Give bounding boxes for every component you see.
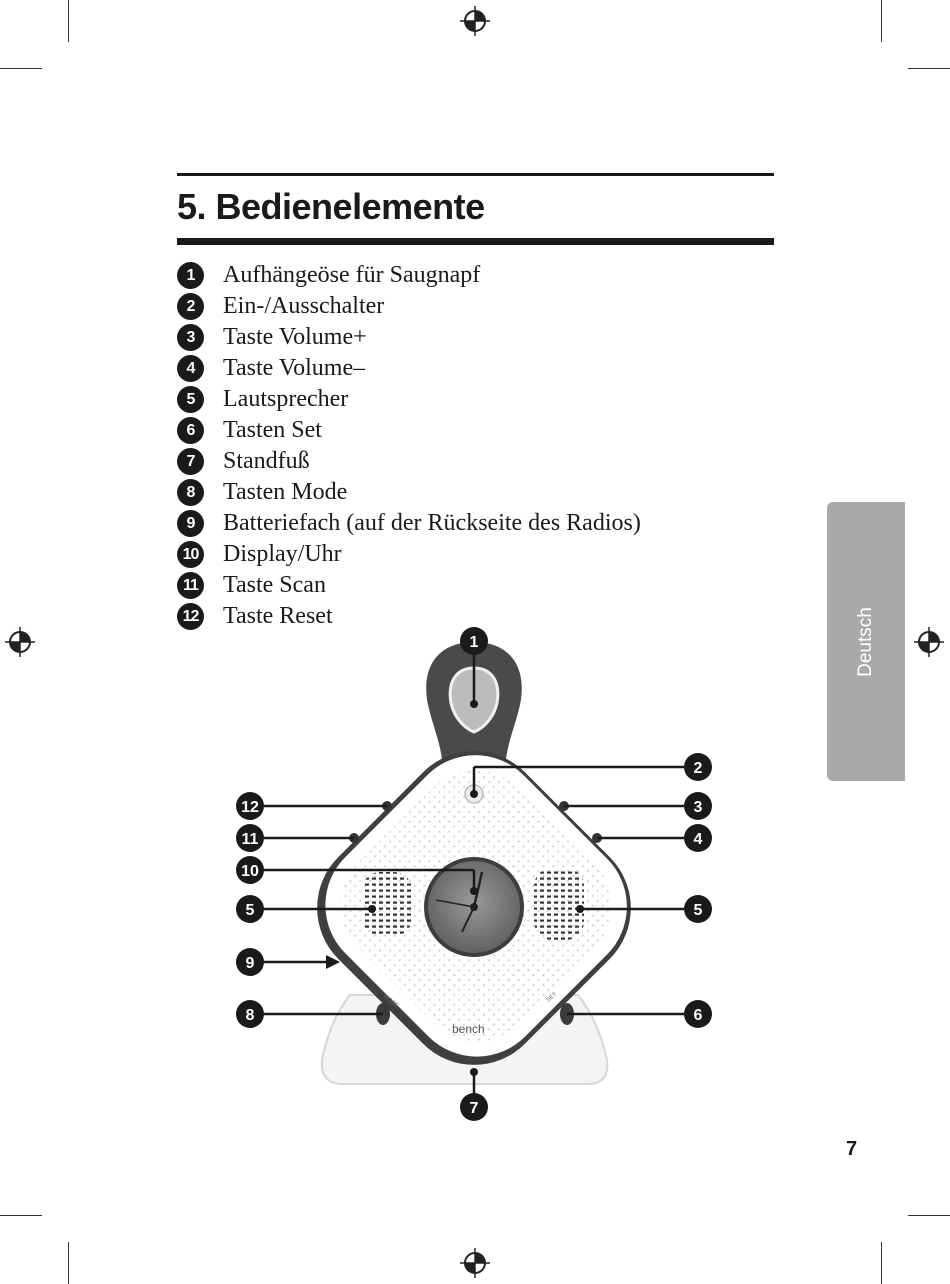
legend-label: Tasten Mode: [223, 479, 348, 505]
legend-number-badge: 1: [177, 262, 204, 289]
crop-mark: [0, 68, 42, 69]
legend-number-badge: 5: [177, 386, 204, 413]
legend-label: Lautsprecher: [223, 386, 349, 412]
legend-item: 10 Display/Uhr: [177, 539, 641, 570]
callout-number: 5: [694, 902, 703, 919]
leader-end-dots: [368, 700, 584, 1076]
callout-badge: 12: [236, 792, 264, 820]
callout-number: 1: [470, 634, 479, 651]
legend-item: 11 Taste Scan: [177, 570, 641, 601]
callout-number: 5: [246, 902, 255, 919]
legend-number-badge: 11: [177, 572, 204, 599]
callout-number: 9: [246, 955, 255, 972]
callout-badge: 9: [236, 948, 264, 976]
registration-mark-icon: [5, 627, 35, 657]
callout-badge: 8: [236, 1000, 264, 1028]
legend-label: Taste Volume–: [223, 355, 366, 381]
callout-badge: 3: [684, 792, 712, 820]
callout-number: 11: [242, 831, 259, 848]
page-number: 7: [846, 1138, 858, 1160]
legend-item: 6 Tasten Set: [177, 415, 641, 446]
language-side-tab: Deutsch: [827, 502, 905, 781]
heading-rule-top: [177, 173, 774, 176]
crop-mark: [68, 0, 69, 42]
callout-number: 2: [694, 760, 703, 777]
callout-number: 4: [694, 831, 703, 848]
legend-number-badge: 9: [177, 510, 204, 537]
legend-number-badge: 8: [177, 479, 204, 506]
heading-rule-bottom: [177, 238, 774, 245]
legend-number-badge: 4: [177, 355, 204, 382]
callout-number: 10: [241, 863, 259, 880]
legend-label: Standfuß: [223, 448, 310, 474]
section-title: 5. Bedienelemente: [177, 186, 485, 227]
speaker-grill-right: [534, 868, 584, 940]
callout-badge: 7: [460, 1093, 488, 1121]
device-brand-logo: bench: [452, 1022, 485, 1036]
legend-item: 2 Ein-/Ausschalter: [177, 291, 641, 322]
legend-item: 5 Lautsprecher: [177, 384, 641, 415]
display-clock: [424, 857, 524, 957]
speaker-grill-left: [362, 872, 412, 936]
callout-number: 3: [694, 799, 703, 816]
legend-label: Batteriefach (auf der Rückseite des Radi…: [223, 510, 641, 536]
callout-badge: 5: [236, 895, 264, 923]
callout-badge: 10: [236, 856, 264, 884]
legend-number-badge: 10: [177, 541, 204, 568]
legend-item: 3 Taste Volume+: [177, 322, 641, 353]
callout-number: 7: [470, 1100, 479, 1117]
legend-label: Taste Scan: [223, 572, 326, 598]
callout-badge: 6: [684, 1000, 712, 1028]
legend-item: 7 Standfuß: [177, 446, 641, 477]
legend-number-badge: 2: [177, 293, 204, 320]
arrow-head-icon: [326, 955, 340, 969]
crop-mark: [881, 0, 882, 42]
callout-number: 8: [246, 1007, 255, 1024]
registration-mark-icon: [460, 6, 490, 36]
callout-number: 12: [241, 799, 259, 816]
crop-mark: [881, 1242, 882, 1284]
legend-item: 8 Tasten Mode: [177, 477, 641, 508]
legend-number-badge: 7: [177, 448, 204, 475]
crop-mark: [68, 1242, 69, 1284]
callout-badge: 5: [684, 895, 712, 923]
callout-badge: 11: [236, 824, 264, 852]
legend-item: 1 Aufhängeöse für Saugnapf: [177, 260, 641, 291]
legend-label: Display/Uhr: [223, 541, 342, 567]
callout-badge: 4: [684, 824, 712, 852]
registration-mark-icon: [914, 627, 944, 657]
legend-item: 12 Taste Reset: [177, 601, 641, 632]
legend-label: Ein-/Ausschalter: [223, 293, 385, 319]
callout-number: 6: [694, 1007, 703, 1024]
legend-label: Taste Volume+: [223, 324, 367, 350]
callout-leader-lines: [264, 654, 684, 1094]
callout-badge: 1: [460, 627, 488, 655]
legend-label: Aufhängeöse für Saugnapf: [223, 262, 481, 288]
callout-badge: 2: [684, 753, 712, 781]
crop-mark: [908, 68, 950, 69]
controls-legend: 1 Aufhängeöse für Saugnapf 2 Ein-/Ausschal…: [177, 260, 641, 632]
legend-number-badge: 3: [177, 324, 204, 351]
crop-mark: [908, 1215, 950, 1216]
legend-label: Taste Reset: [223, 603, 333, 629]
legend-item: 4 Taste Volume–: [177, 353, 641, 384]
legend-item: 9 Batteriefach (auf der Rückseite des Rad…: [177, 508, 641, 539]
crop-mark: [0, 1215, 42, 1216]
legend-label: Tasten Set: [223, 417, 322, 443]
legend-number-badge: 12: [177, 603, 204, 630]
legend-number-badge: 6: [177, 417, 204, 444]
registration-mark-icon: [460, 1248, 490, 1278]
